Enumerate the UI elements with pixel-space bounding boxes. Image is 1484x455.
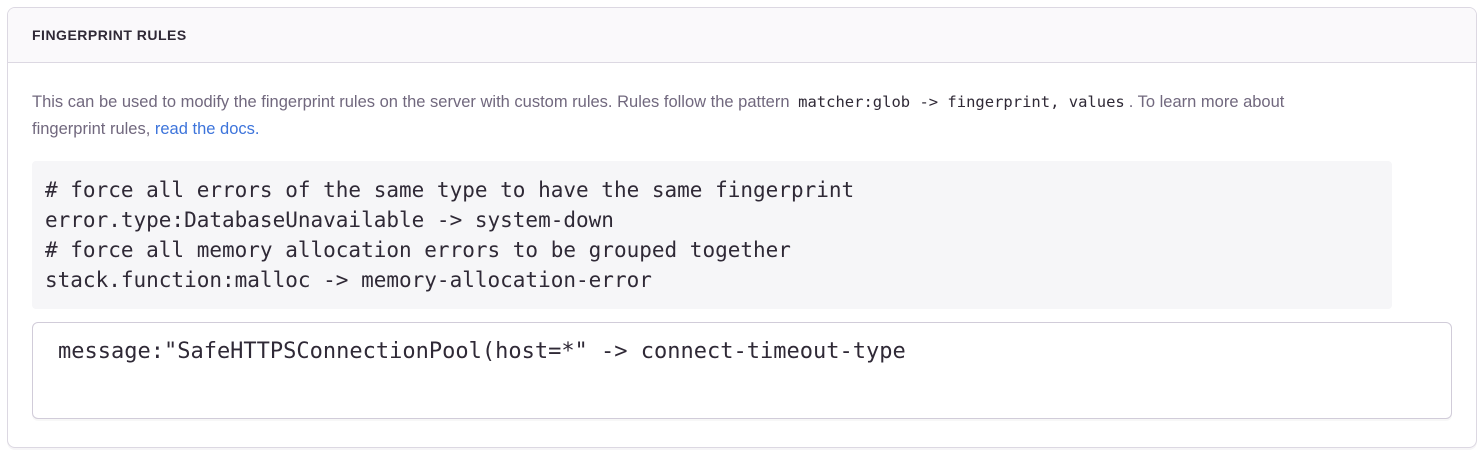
example-code-block: # force all errors of the same type to h… [32,161,1392,309]
description-text-before-code: This can be used to modify the fingerpri… [32,93,795,111]
panel-description: This can be used to modify the fingerpri… [32,89,1317,143]
panel-body: This can be used to modify the fingerpri… [8,63,1476,447]
read-the-docs-link[interactable]: read the docs. [154,120,260,138]
description-text-after-code: . To learn more about fingerprint rules, [32,93,1285,138]
pattern-inline-code: matcher:glob -> fingerprint, values [798,93,1125,111]
panel-title: FINGERPRINT RULES [32,27,187,43]
fingerprint-rules-panel: FINGERPRINT RULES This can be used to mo… [7,7,1477,448]
panel-header: FINGERPRINT RULES [8,8,1476,63]
fingerprint-rules-textarea[interactable]: message:"SafeHTTPSConnectionPool(host=*"… [32,322,1452,419]
